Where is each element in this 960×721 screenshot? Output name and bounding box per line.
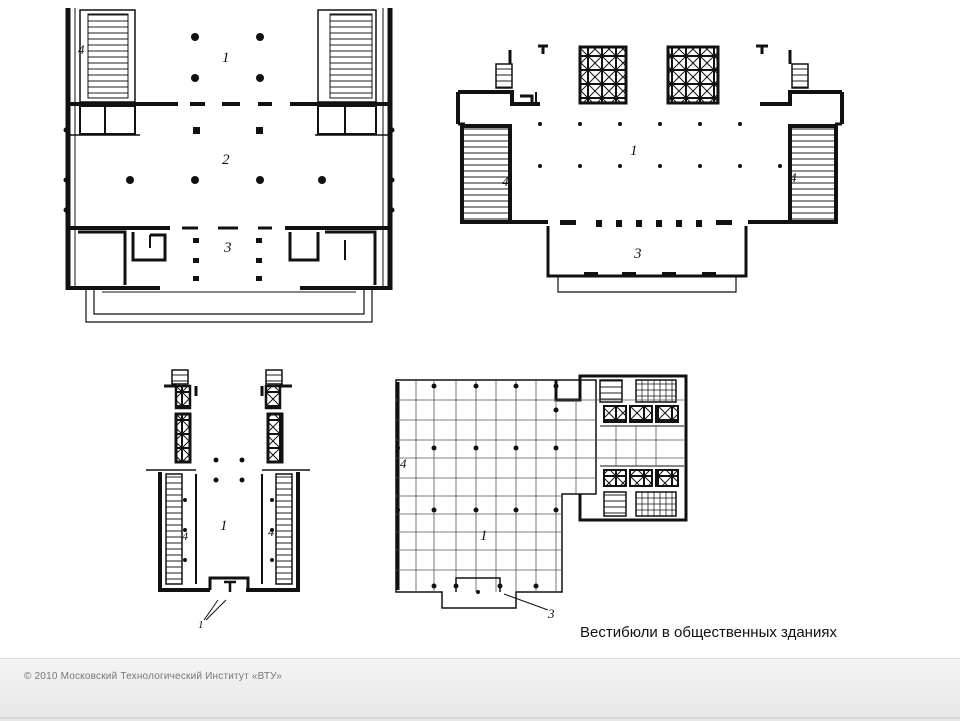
plan-c-label-1: 1 <box>220 518 228 534</box>
floor-plans-figure: 1 2 3 4 <box>63 8 844 631</box>
plan-c <box>146 369 310 621</box>
plan-b <box>456 44 844 293</box>
plan-c-label-4b: 4 <box>268 525 274 539</box>
plan-d-columns <box>396 383 559 594</box>
plan-d-label-3: 3 <box>547 606 555 621</box>
plan-b-label-3: 3 <box>633 246 642 262</box>
plan-a-label-3: 3 <box>223 240 232 256</box>
slide-caption: Вестибюли в общественных зданиях <box>580 624 837 641</box>
plan-c-label-bottom: 1 <box>198 619 204 631</box>
plan-a-columns <box>63 33 395 281</box>
plan-b-label-4b: 4 <box>790 170 797 185</box>
plan-d-label-4: 4 <box>400 456 407 471</box>
slide-footer: © 2010 Московский Технологический Инстит… <box>0 658 960 721</box>
plan-b-label-4a: 4 <box>502 174 509 189</box>
plan-a-label-4: 4 <box>78 42 85 57</box>
plan-c-columns <box>183 457 274 562</box>
copyright-text: © 2010 Московский Технологический Инстит… <box>24 671 283 682</box>
plan-d <box>395 374 688 611</box>
plan-b-columns <box>538 122 782 277</box>
plan-a-label-2: 2 <box>222 152 230 168</box>
footer-divider <box>0 717 960 719</box>
plan-a-label-1: 1 <box>222 50 230 66</box>
plan-b-label-1: 1 <box>630 143 638 159</box>
plan-d-label-1: 1 <box>480 528 488 544</box>
plan-a <box>65 8 393 323</box>
plan-c-label-4a: 4 <box>182 529 188 543</box>
